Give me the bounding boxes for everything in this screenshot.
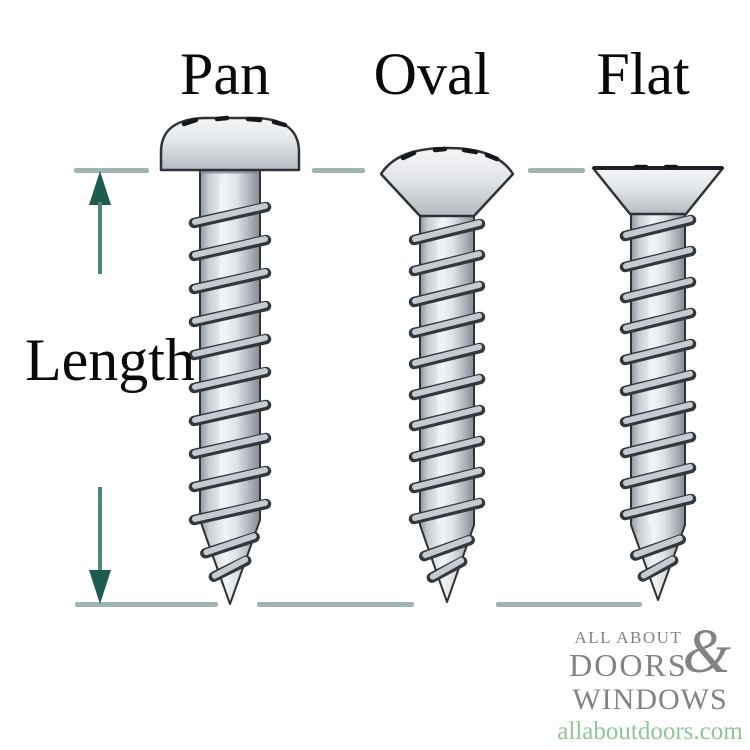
screw-flat xyxy=(591,164,725,601)
screw-type-label-pan: Pan xyxy=(180,41,270,107)
dimension-arrow-stem xyxy=(98,487,102,571)
dimension-line-top-segment xyxy=(312,168,365,173)
screw-oval xyxy=(379,146,515,603)
logo-ampersand-icon: & xyxy=(682,618,731,686)
length-label: Length xyxy=(25,327,195,393)
logo-all-about: ALL ABOUT xyxy=(574,628,683,647)
screw-type-label-oval: Oval xyxy=(373,41,491,107)
arrow-down-icon xyxy=(89,570,111,604)
logo-doors: DOORS xyxy=(569,647,688,683)
screw-pan xyxy=(159,115,301,605)
screw-type-label-flat: Flat xyxy=(596,41,690,107)
dimension-line-bottom-segment xyxy=(75,602,218,607)
logo: ALL ABOUT DOORS & WINDOWS allaboutdoors.… xyxy=(556,621,744,745)
dimension-line-bottom-segment xyxy=(496,602,642,607)
logo-url: allaboutdoors.com xyxy=(557,718,743,745)
dimension-line-bottom-segment xyxy=(257,602,414,607)
dimension-line-top-segment xyxy=(74,168,149,173)
logo-row: ALL ABOUT DOORS & xyxy=(556,621,744,683)
screws-illustration xyxy=(159,115,725,605)
dimension-line-top-segment xyxy=(528,168,585,173)
dimension-arrow-stem xyxy=(98,202,102,274)
logo-left-column: ALL ABOUT DOORS xyxy=(569,629,687,681)
arrow-up-icon xyxy=(89,171,111,205)
logo-windows: WINDOWS xyxy=(572,683,728,716)
